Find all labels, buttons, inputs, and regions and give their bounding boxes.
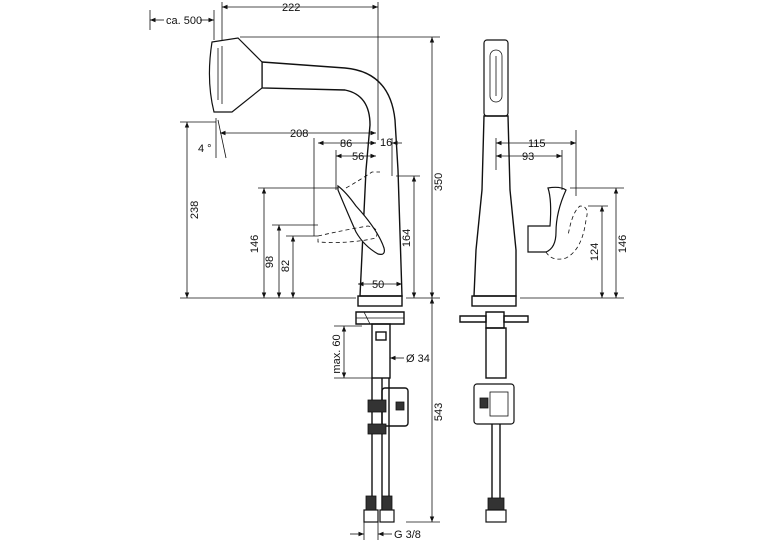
dim-width-56: 56 — [352, 151, 364, 163]
dim-reach-pull: ca. 500 — [166, 15, 202, 27]
dim-height-146-left: 146 — [249, 235, 261, 253]
dim-height-98: 98 — [264, 256, 276, 268]
dim-max-60: max. 60 — [331, 334, 343, 373]
dim-width-208: 208 — [290, 128, 308, 140]
dim-height-82: 82 — [280, 260, 292, 272]
front-hose-weight — [473, 383, 515, 425]
front-dimensions: 115 93 146 124 — [495, 130, 629, 299]
dim-width-50: 50 — [372, 279, 384, 291]
dim-diameter-34: Ø 34 — [406, 353, 430, 365]
side-dimensions: ca. 500 222 350 238 4 ° 208 86 56 — [149, 2, 445, 541]
front-view — [459, 39, 588, 523]
dim-width-222: 222 — [282, 2, 300, 14]
side-spray-head — [208, 37, 263, 113]
front-lever — [527, 186, 567, 253]
dim-height-146-right: 146 — [617, 235, 629, 253]
side-lever — [337, 184, 385, 255]
side-view — [208, 37, 409, 523]
dim-height-543: 543 — [433, 403, 445, 421]
dim-height-164: 164 — [401, 229, 413, 247]
dim-width-86: 86 — [340, 138, 352, 150]
dim-width-115: 115 — [528, 138, 546, 150]
dim-angle-4: 4 ° — [198, 143, 212, 155]
dim-width-93: 93 — [522, 151, 534, 163]
dim-thread: G 3/8 — [394, 529, 421, 541]
dim-height-350: 350 — [433, 173, 445, 191]
dim-height-124: 124 — [589, 243, 601, 261]
dim-height-238: 238 — [189, 201, 201, 219]
dim-width-16: 16 — [380, 137, 392, 149]
